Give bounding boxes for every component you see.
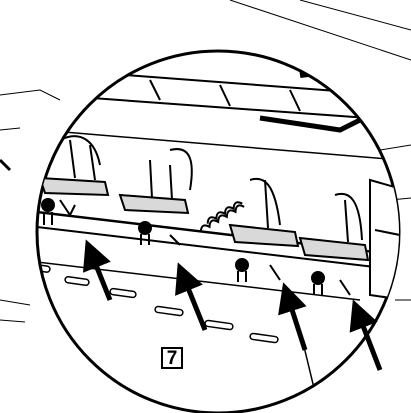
pointer-arrow — [82, 239, 113, 301]
pointer-arrow — [278, 282, 308, 351]
pointer-arrow — [175, 262, 208, 331]
background-context-lines — [0, 0, 411, 323]
burner-igniter-assembly — [298, 192, 370, 296]
magnifier-circle — [35, 49, 401, 413]
burner-igniter-assembly — [118, 148, 193, 246]
burner-igniter-assembly — [38, 135, 110, 225]
step-number-badge: 7 — [161, 347, 183, 369]
callout-arrows — [82, 239, 383, 371]
spring — [199, 201, 245, 232]
pointer-arrow — [349, 299, 383, 371]
leader-stub — [0, 158, 12, 172]
burner-igniter-assembly — [228, 177, 300, 282]
